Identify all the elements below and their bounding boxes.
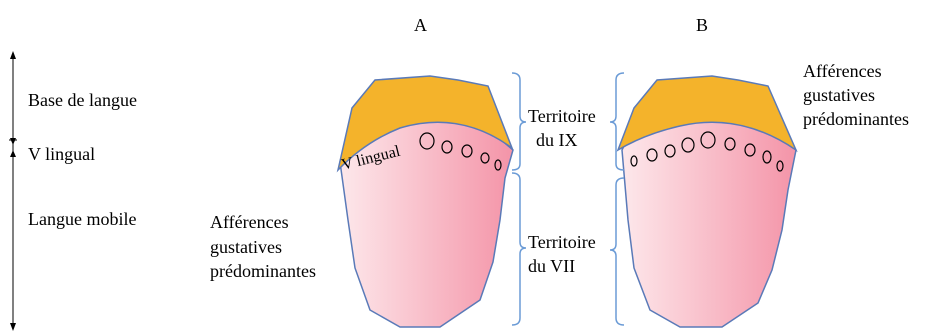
brace-vii-a xyxy=(512,173,526,325)
brace-vii-b xyxy=(610,178,624,325)
base-de-langue-label: Base de langue xyxy=(28,89,137,111)
afferences-a-line1: Afférences xyxy=(210,211,289,234)
tongue-b-body xyxy=(622,106,796,327)
territoire-vii-line2: du VII xyxy=(528,255,575,278)
v-lingual-marker-bottom xyxy=(10,150,16,157)
tongue-a xyxy=(338,76,513,327)
afferences-b-line2: gustatives xyxy=(803,84,875,107)
territoire-vii-line1: Territoire xyxy=(528,231,596,254)
panel-b-label: B xyxy=(696,14,708,36)
langue-mobile-label: Langue mobile xyxy=(28,208,136,230)
braces-b xyxy=(610,73,624,325)
afferences-a-line2: gustatives xyxy=(210,236,282,259)
v-lingual-left-label: V lingual xyxy=(28,143,95,165)
afferences-b-line1: Afférences xyxy=(803,60,882,83)
afferences-b-line3: prédominantes xyxy=(803,108,909,131)
v-lingual-marker-top xyxy=(10,138,16,145)
afferences-a-line3: prédominantes xyxy=(210,260,316,283)
vertical-axis-arrow xyxy=(9,51,17,331)
tongue-b xyxy=(618,76,796,327)
panel-a-label: A xyxy=(414,14,427,36)
brace-ix-a xyxy=(512,73,526,170)
territoire-ix-line2: du IX xyxy=(536,129,578,152)
braces-a xyxy=(512,73,526,325)
territoire-ix-line1: Territoire xyxy=(528,105,596,128)
